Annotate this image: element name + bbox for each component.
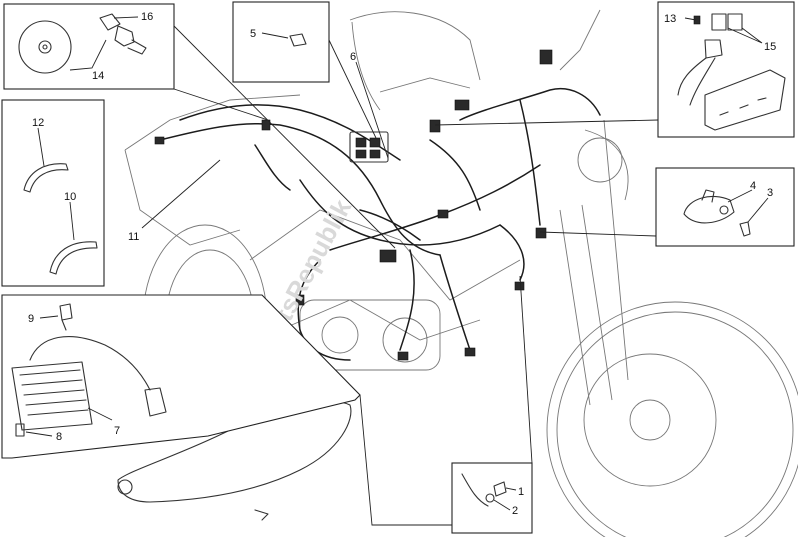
callout-9: 9 [28, 313, 34, 325]
harness-leader-lines: 6 11 [128, 25, 659, 526]
callout-8: 8 [56, 431, 62, 443]
callout-7: 7 [114, 425, 120, 437]
detail-box-3-4: 4 3 [655, 167, 795, 247]
detail-box-5: 5 [232, 1, 330, 83]
main-wiring-harness [154, 49, 601, 361]
callout-5: 5 [250, 28, 256, 40]
detail-box-1-2: 1 2 [451, 462, 533, 534]
callout-4: 4 [750, 180, 756, 192]
callout-2: 2 [512, 505, 518, 517]
callout-12: 12 [32, 117, 44, 129]
callout-16: 16 [141, 11, 153, 23]
callout-11: 11 [128, 231, 139, 243]
detail-box-7-8-9: 9 7 8 [1, 294, 361, 459]
callout-15: 15 [764, 41, 776, 53]
detail-box-13-15: 13 15 [657, 1, 795, 138]
detail-box-14-16: 16 14 [3, 3, 175, 90]
callout-10: 10 [64, 191, 76, 203]
callout-13: 13 [664, 13, 676, 25]
callout-6: 6 [350, 51, 356, 63]
callout-14: 14 [92, 70, 104, 82]
detail-box-10-12: 12 10 [1, 99, 105, 287]
callout-1: 1 [518, 486, 524, 498]
callout-3: 3 [767, 187, 773, 199]
